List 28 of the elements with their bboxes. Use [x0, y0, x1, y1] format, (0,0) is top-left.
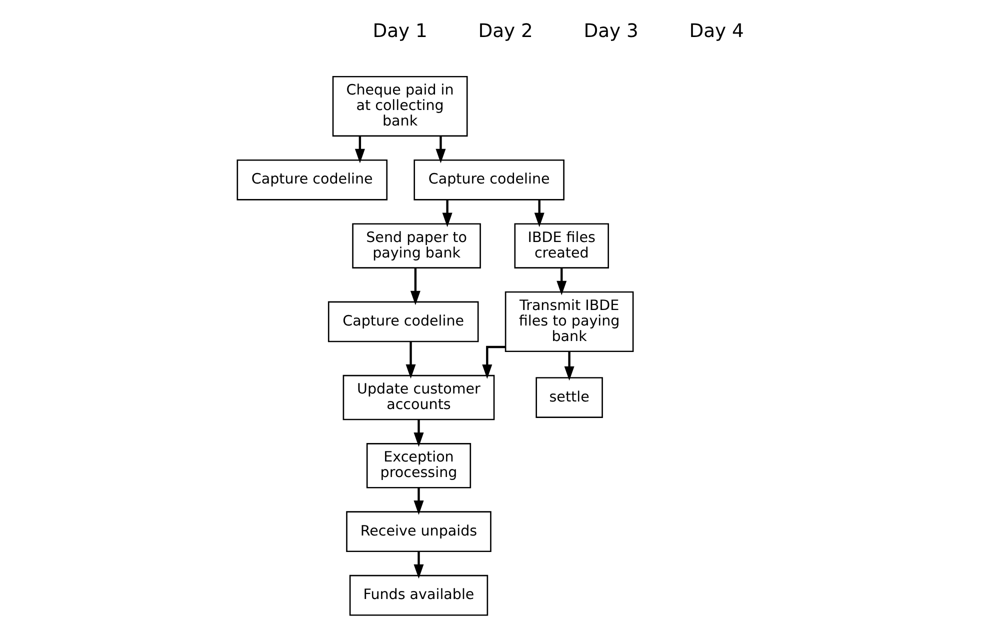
node-box: Receive unpaids: [346, 511, 491, 552]
label: Day 2: [478, 21, 532, 42]
arrow: [556, 268, 566, 296]
node-box: IBDE files created: [514, 223, 608, 268]
arrow: [413, 420, 424, 447]
label: Day 1: [372, 21, 427, 42]
node-box: Send paper to paying bank: [352, 223, 480, 268]
node-box: Capture codeline: [327, 301, 478, 342]
arrow: [564, 352, 574, 381]
node-box: settle: [535, 377, 602, 418]
arrow: [442, 200, 452, 228]
arrow: [435, 136, 446, 164]
label: Day 4: [688, 21, 744, 42]
node-box: Update customer accounts: [342, 374, 494, 420]
node-box: Cheque paid in at collecting bank: [332, 76, 468, 137]
arrow: [405, 342, 416, 379]
node-box: Capture codeline: [236, 159, 388, 200]
arrow: [482, 346, 505, 379]
node-box: Transmit IBDE files to paying bank: [504, 291, 634, 352]
node-box: Funds available: [348, 574, 488, 616]
arrow: [354, 136, 364, 164]
arrow: [413, 551, 424, 579]
node-box: Exception processing: [366, 443, 471, 488]
arrow: [410, 268, 420, 306]
arrow: [413, 488, 424, 515]
label: Day 3: [583, 21, 638, 42]
arrow: [534, 200, 544, 228]
node-box: Capture codeline: [413, 159, 564, 200]
